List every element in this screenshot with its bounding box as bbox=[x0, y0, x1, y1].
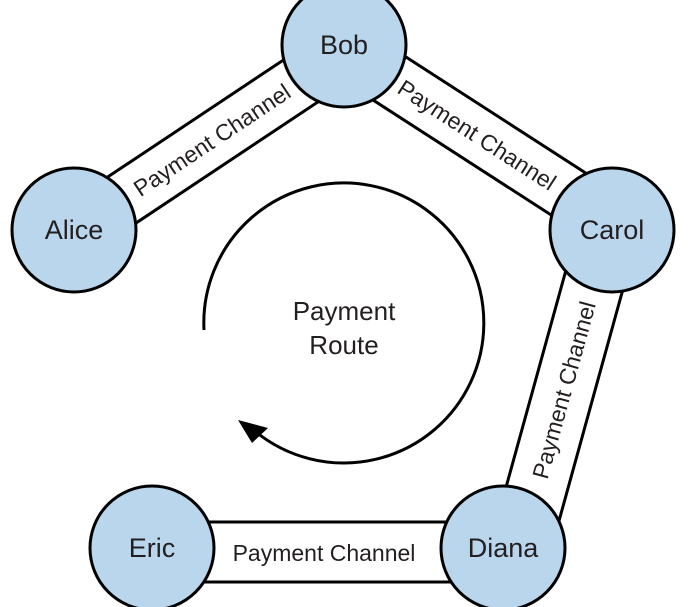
node-label-eric: Eric bbox=[129, 533, 176, 563]
node-label-diana: Diana bbox=[468, 533, 540, 563]
channel-carol-diana: Payment Channel bbox=[499, 258, 629, 522]
node-label-carol: Carol bbox=[580, 215, 645, 245]
route-arc bbox=[202, 181, 486, 465]
channel-label-eric-diana: Payment Channel bbox=[233, 540, 416, 566]
node-eric: Eric bbox=[88, 484, 216, 607]
node-alice: Alice bbox=[10, 166, 138, 294]
node-carol: Carol bbox=[548, 166, 676, 294]
channel-label-bob-carol: Payment Channel bbox=[393, 74, 561, 195]
node-diana: Diana bbox=[439, 484, 567, 607]
channel-label-alice-bob: Payment Channel bbox=[129, 79, 296, 202]
channel-eric-diana: Payment Channel bbox=[198, 520, 462, 584]
node-bob: Bob bbox=[280, 0, 408, 109]
payment-route: Payment Route bbox=[202, 181, 486, 465]
route-label-line2: Route bbox=[309, 330, 378, 360]
node-label-bob: Bob bbox=[320, 30, 368, 60]
route-label: Payment bbox=[293, 296, 396, 326]
node-label-alice: Alice bbox=[45, 215, 104, 245]
route-arrowhead-icon bbox=[238, 420, 268, 443]
